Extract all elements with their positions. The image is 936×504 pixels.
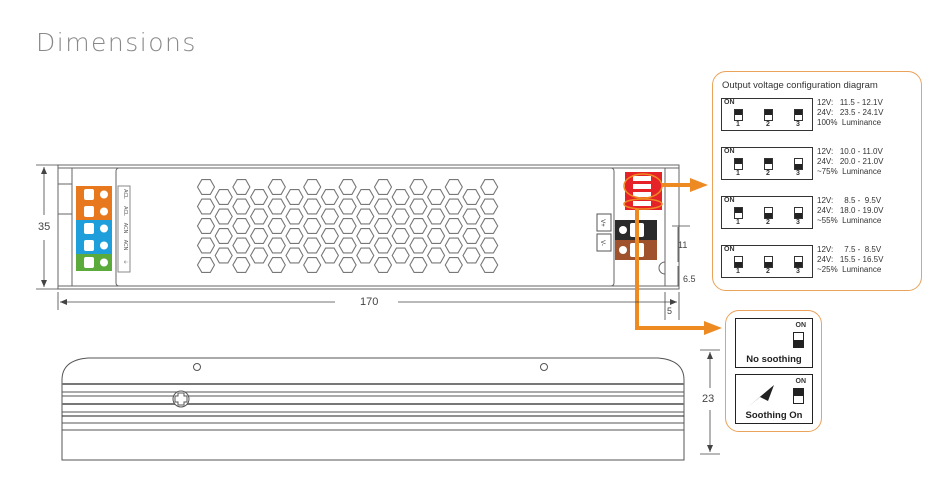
switch-number: 1 [736,170,740,177]
input-terminal [76,254,112,271]
dip-switch-on-icon [734,158,743,170]
dip-diagram: ON 1 2 3 [721,98,813,131]
switch-number: 3 [796,121,800,128]
dip-switch-off-icon [764,256,773,268]
on-label: ON [795,378,807,385]
soothing-on-caption: Soothing On [745,410,803,421]
side-height-dimension: 23 [702,393,715,405]
on-label: ON [724,148,735,155]
soothing-config-panel: ON No soothing ON Soothing On [725,310,822,432]
svg-text:V-: V- [599,240,605,246]
no-soothing-caption: No soothing [746,354,802,365]
length-dimension: 170 [360,296,379,308]
dimension-lines [36,164,720,455]
svg-text:ACN: ACN [122,240,128,251]
config-values: 12V: 10.0 - 11.0V 24V: 20.0 - 21.0V ~75%… [817,147,884,176]
output-voltage-config-panel: Output voltage configuration diagram ON 1… [712,71,922,291]
switch-number: 3 [796,170,800,177]
on-label: ON [724,246,735,253]
switch-number: 2 [766,219,770,226]
switch-number: 3 [796,268,800,275]
on-label: ON [724,99,735,106]
config-values: 12V: 7.5 - 8.5V 24V: 15.5 - 16.5V ~25% L… [817,245,884,274]
config-row: ON 1 2 3 12V: 7.5 - 8.5V 24V: 15.5 - 16.5V ~… [721,245,915,278]
dip-switch-on-icon [794,109,803,121]
svg-text:⏚: ⏚ [122,259,129,264]
input-terminal [76,203,112,220]
config-row: ON 1 2 3 12V: 11.5 - 12.1V 24V: 23.5 - 24.1V… [721,98,915,131]
side-view-housing [61,357,685,461]
dip-switch-on-icon [734,109,743,121]
config-row: ON 1 2 3 12V: 8.5 - 9.5V 24V: 18.0 - 19.0V ~… [721,196,915,229]
switch-number: 2 [766,121,770,128]
offset-dimension-11: 11 [678,240,688,250]
dip-diagram: ON 1 2 3 [721,196,813,229]
svg-text:ACN: ACN [122,223,128,234]
vent-hex-grid [196,179,499,273]
svg-text:V+: V+ [599,219,605,227]
dip-switch-on-icon [764,158,773,170]
dip-switch-off-icon [764,207,773,219]
page-title: Dimensions [36,28,197,57]
soothing-on-option: ON Soothing On [735,374,813,424]
dip-soothing-highlight [623,198,663,210]
config-row: ON 1 2 3 12V: 10.0 - 11.0V 24V: 20.0 - 21.0V… [721,147,915,180]
on-label: ON [724,197,735,204]
dip-switch-on-icon [734,207,743,219]
switch-number: 1 [736,219,740,226]
switch-on-icon [793,388,804,404]
callout-arrows [635,178,722,335]
input-terminal [76,186,112,203]
switch-number: 3 [796,219,800,226]
dip-switch-on-icon [764,109,773,121]
on-label: ON [795,322,807,329]
svg-text:ACL: ACL [122,189,128,199]
dip-switch-off-icon [734,256,743,268]
switch-number: 2 [766,170,770,177]
svg-text:ACL: ACL [122,206,128,216]
config-values: 12V: 8.5 - 9.5V 24V: 18.0 - 19.0V ~55% L… [817,196,884,225]
offset-dimension-5: 5 [667,306,673,316]
switch-number: 2 [766,268,770,275]
dip-switch-off-icon [794,256,803,268]
switch-off-icon [793,332,804,348]
input-terminal [76,237,112,254]
dip-diagram: ON 1 2 3 [721,147,813,180]
config-panel-title: Output voltage configuration diagram [722,80,878,91]
input-terminal [76,220,112,237]
arrow-icon [748,385,774,407]
config-values: 12V: 11.5 - 12.1V 24V: 23.5 - 24.1V 100%… [817,98,884,127]
dip-switch-off-icon [794,158,803,170]
switch-number: 1 [736,121,740,128]
no-soothing-option: ON No soothing [735,318,813,368]
dip-switch-off-icon [794,207,803,219]
height-dimension: 35 [38,221,51,233]
dip-diagram: ON 1 2 3 [721,245,813,278]
top-view-housing [57,164,680,290]
switch-number: 1 [736,268,740,275]
offset-dimension-6-5: 6.5 [683,274,696,284]
terminal-label-strip [117,185,131,273]
